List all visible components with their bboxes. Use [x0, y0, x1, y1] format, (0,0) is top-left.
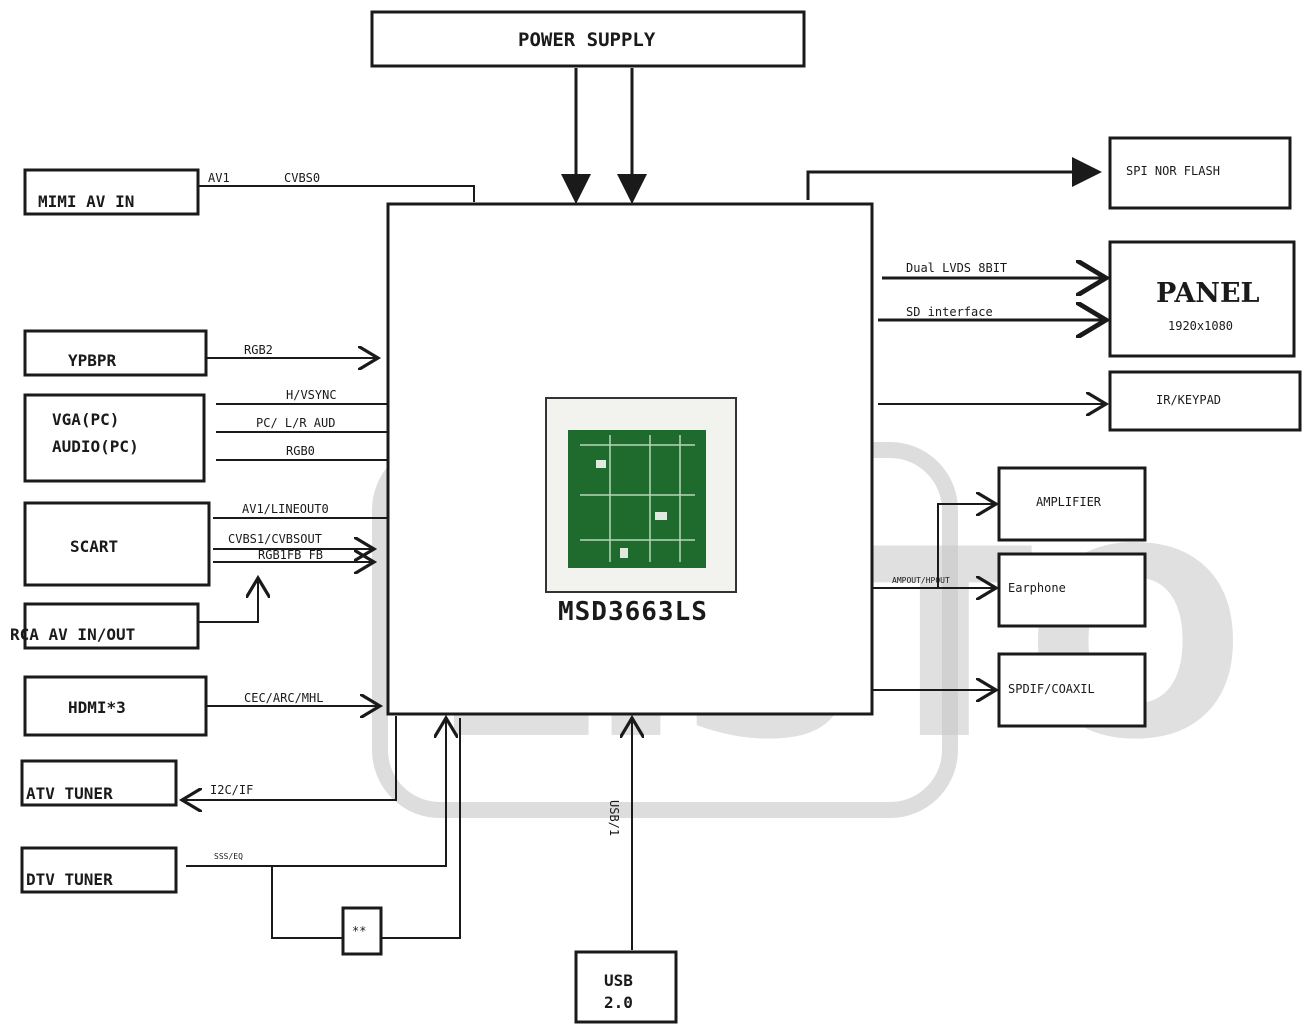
rca-av-block [23, 602, 200, 650]
earphone-label: Earphone [1008, 581, 1066, 595]
pc-lr-aud-label: PC/ L/R AUD [256, 416, 335, 430]
sd-interface-label: SD interface [906, 305, 993, 319]
scart-label: SCART [70, 537, 118, 556]
usb-signal-label: USB/1 [607, 800, 621, 836]
rca-av-label: RCA AV IN/OUT [10, 625, 135, 644]
power-supply-block [370, 10, 806, 68]
earphone-block [997, 552, 1147, 628]
chip-label: MSD3663LS [558, 597, 708, 627]
demod-label: ** [352, 924, 366, 938]
cvbs1-label: CVBS1/CVBSOUT [228, 532, 322, 546]
chip-image [545, 397, 737, 593]
spdif-block [997, 652, 1147, 728]
cec-label: CEC/ARC/MHL [244, 691, 323, 705]
vga-pc-label: VGA(PC) [52, 410, 119, 429]
dual-lvds-label: Dual LVDS 8BIT [906, 261, 1007, 275]
rgb1-label: RGB1FB FB [258, 548, 323, 562]
spdif-label: SPDIF/COAXIL [1008, 682, 1095, 696]
panel-block [1108, 240, 1296, 358]
rgb2-label: RGB2 [244, 343, 273, 357]
usb-label-line2: 2.0 [604, 993, 633, 1012]
scart-block [23, 501, 211, 587]
hdmi-label: HDMI*3 [68, 698, 126, 717]
panel-resolution: 1920x1080 [1168, 319, 1233, 333]
spi-flash-block [1108, 136, 1292, 210]
usb-block [574, 950, 678, 1024]
panel-label: PANEL [1156, 278, 1260, 309]
audio-pc-label: AUDIO(PC) [52, 437, 139, 456]
amplifier-label: AMPLIFIER [1036, 495, 1102, 509]
mimi-av-in-label: MIMI AV IN [38, 192, 134, 211]
hvsync-label: H/VSYNC [286, 388, 337, 402]
cvbs0-label: CVBS0 [284, 171, 320, 185]
mimi-av-in-block [23, 168, 200, 216]
ypbpr-label: YPBPR [68, 351, 117, 370]
atv-tuner-label: ATV TUNER [26, 784, 113, 803]
av1-label: AV1 [208, 171, 230, 185]
dtv-tuner-block [20, 846, 178, 894]
ir-keypad-block [1108, 370, 1302, 432]
ampout-label: AMPOUT/HPOUT [892, 576, 950, 585]
ypbpr-block [23, 329, 208, 377]
atv-tuner-block [20, 759, 178, 807]
i2c-if-label: I2C/IF [210, 783, 253, 797]
spi-flash-label: SPI NOR FLASH [1126, 164, 1220, 178]
ir-keypad-label: IR/KEYPAD [1156, 393, 1221, 407]
vga-audio-block [23, 393, 206, 483]
demod-block [341, 906, 383, 956]
rgb0-label: RGB0 [286, 444, 315, 458]
dtv-tuner-label: DTV TUNER [26, 870, 113, 889]
usb-label-line1: USB [604, 971, 633, 990]
ts-label: SSS/EQ [214, 852, 243, 861]
av1-lineout-label: AV1/LINEOUT0 [242, 502, 329, 516]
power-supply-label: POWER SUPPLY [518, 29, 656, 51]
hdmi-block [23, 675, 208, 737]
